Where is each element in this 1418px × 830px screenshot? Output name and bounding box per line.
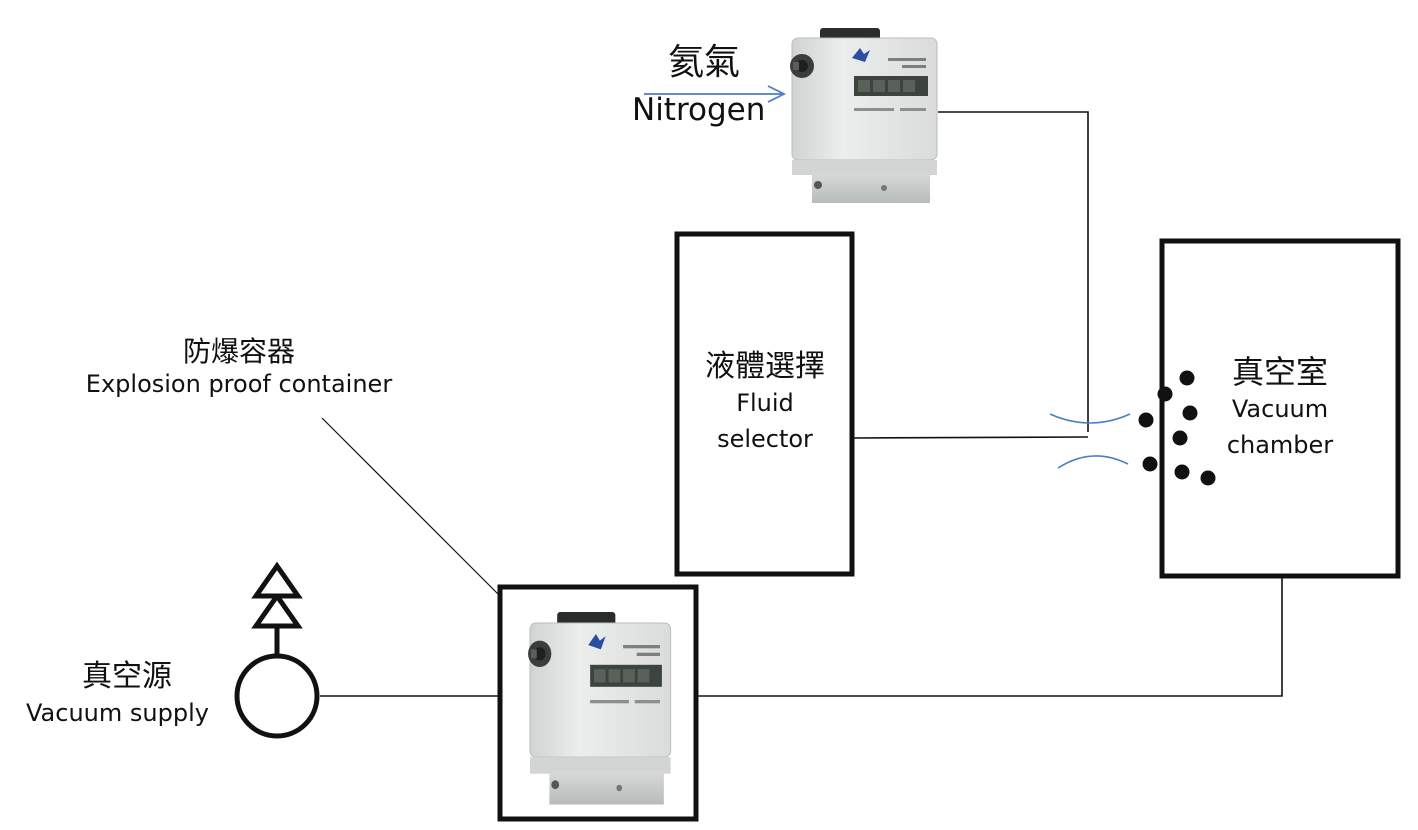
vacuum-chamber-label-en-1: Vacuum [1231, 395, 1329, 423]
vacuum-pump-icon [234, 653, 320, 739]
exhaust-triangles-icon [251, 561, 303, 656]
vacuum-supply-label: 真空源 Vacuum supply [26, 658, 236, 728]
leader-line-explosion-container [321, 417, 501, 597]
vacuum-supply-label-zh: 真空源 [82, 659, 172, 694]
explosion-container-label-en: Explosion proof container [85, 370, 393, 398]
particle-dots-icon [1138, 370, 1216, 486]
fluid-selector-label: 液體選擇 Fluid selector [680, 348, 850, 454]
explosion-container-label-zh: 防爆容器 [182, 335, 295, 368]
line-container-to-chamber [678, 578, 1283, 697]
vacuum-chamber-label-en-2: chamber [1226, 431, 1334, 459]
nitrogen-label: 氦氣 Nitrogen [632, 40, 792, 130]
nitrogen-label-zh: 氦氣 [668, 42, 741, 83]
nozzle-spray-curves-icon [1049, 413, 1131, 469]
nitrogen-label-en: Nitrogen [632, 92, 766, 128]
explosion-container-label: 防爆容器 Explosion proof container [64, 334, 414, 399]
vacuum-supply-label-en: Vacuum supply [26, 698, 209, 727]
vacuum-chamber-box [1159, 238, 1401, 579]
fluid-selector-box [674, 231, 855, 577]
fluid-selector-label-en-2: selector [717, 424, 813, 453]
line-selector-to-chamber [853, 436, 1089, 439]
fluid-selector-label-en-1: Fluid [736, 388, 794, 417]
vacuum-chamber-label-zh: 真空室 [1231, 353, 1328, 391]
flow-meter-device-icon-container [527, 611, 672, 806]
line-nitrogen-to-chamber [938, 111, 1089, 432]
fluid-selector-label-zh: 液體選擇 [705, 349, 825, 384]
connection-lines [320, 111, 1283, 697]
flow-meter-device-icon-top [789, 27, 938, 204]
vacuum-chamber-label: 真空室 Vacuum chamber [1200, 352, 1360, 460]
nitrogen-inlet-arrow-icon [644, 85, 787, 103]
